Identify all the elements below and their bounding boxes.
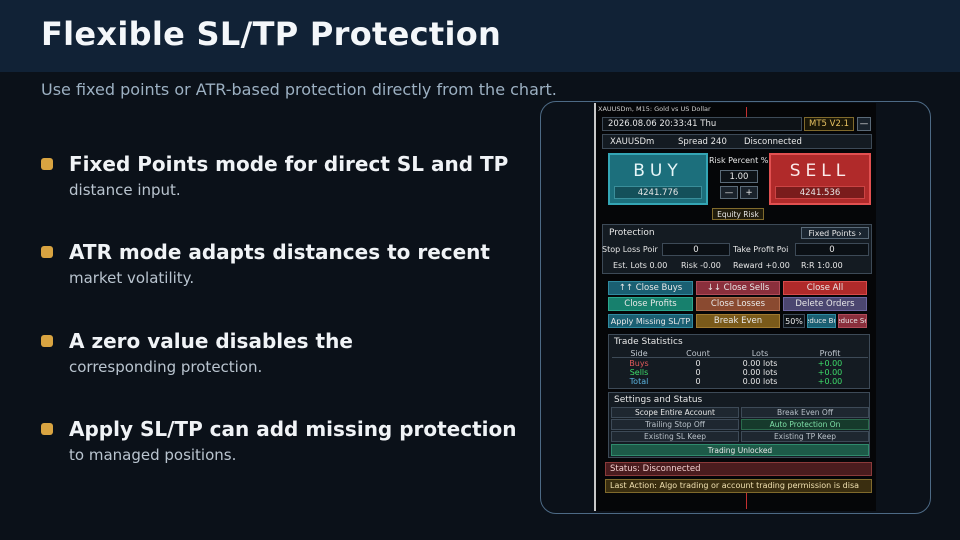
- stats-side: Buys: [629, 359, 649, 368]
- chart-marker: [746, 483, 747, 509]
- reduce-buys-button[interactable]: educe Bu: [807, 314, 836, 328]
- version-badge: MT5 V2.1: [804, 117, 854, 131]
- close-all-button[interactable]: Close All: [783, 281, 867, 295]
- stats-col-count: Count: [686, 349, 710, 358]
- stats-profit: +0.00: [817, 368, 843, 377]
- existing-tp-selector[interactable]: Existing TP Keep: [741, 431, 869, 442]
- buy-label: BUY: [633, 161, 683, 181]
- stats-col-side: Side: [630, 349, 648, 358]
- close-buys-button[interactable]: ↑↑ Close Buys: [608, 281, 693, 295]
- symbol-bar: XAUUSDm Spread 240 Disconnected: [602, 134, 872, 149]
- sell-button[interactable]: SELL 4241.536: [769, 153, 871, 205]
- scope-selector[interactable]: Scope Entire Account: [611, 407, 739, 418]
- bullet-dot: [41, 335, 53, 347]
- auto-protection-toggle[interactable]: Auto Protection On: [741, 419, 869, 430]
- screenshot-frame: [540, 101, 931, 514]
- close-losses-button[interactable]: Close Losses: [696, 297, 780, 311]
- trading-lock-toggle[interactable]: Trading Unlocked: [611, 444, 869, 456]
- bullet-text: corresponding protection.: [69, 358, 263, 376]
- stop-loss-label: Stop Loss Poir: [602, 245, 658, 254]
- protection-title: Protection: [609, 228, 655, 238]
- risk-percent-label: Risk Percent %: [709, 156, 769, 165]
- risk-increase-button[interactable]: +: [740, 186, 758, 199]
- reduce-sells-button[interactable]: educe Se: [838, 314, 867, 328]
- delete-orders-button[interactable]: Delete Orders: [783, 297, 867, 311]
- slide-subtitle: Use fixed points or ATR-based protection…: [41, 80, 557, 99]
- minimize-button[interactable]: —: [857, 117, 871, 131]
- buy-button[interactable]: BUY 4241.776: [608, 153, 708, 205]
- stats-header-row: Side Count Lots Profit: [612, 349, 868, 358]
- table-row: Buys 0 0.00 lots +0.00: [612, 359, 868, 368]
- stats-side: Total: [629, 377, 649, 386]
- status-bar: Status: Disconnected: [605, 462, 872, 476]
- bullet-heading: ATR mode adapts distances to recent: [69, 240, 490, 264]
- bullet-text: to managed positions.: [69, 446, 237, 464]
- close-profits-button[interactable]: Close Profits: [608, 297, 693, 311]
- bullet-dot: [41, 246, 53, 258]
- trading-panel-screenshot: XAUUSDm, M15: Gold vs US Dollar 2026.08.…: [594, 103, 876, 511]
- stats-count: 0: [695, 359, 701, 368]
- stats-col-lots: Lots: [751, 349, 769, 358]
- datetime-display: 2026.08.06 20:33:41 Thu: [602, 117, 802, 131]
- stats-count: 0: [695, 368, 701, 377]
- bullet-text: market volatility.: [69, 269, 195, 287]
- protection-section: Protection Fixed Points › Stop Loss Poir…: [602, 224, 872, 274]
- trailing-stop-toggle[interactable]: Trailing Stop Off: [611, 419, 739, 430]
- symbol-name: XAUUSDm: [610, 137, 655, 147]
- close-sells-button[interactable]: ↓↓ Close Sells: [696, 281, 780, 295]
- trade-statistics-title: Trade Statistics: [614, 337, 683, 347]
- bullet-dot: [41, 158, 53, 170]
- settings-title: Settings and Status: [614, 395, 703, 405]
- spread-value: Spread 240: [678, 137, 727, 147]
- existing-sl-selector[interactable]: Existing SL Keep: [611, 431, 739, 442]
- chart-axis: [594, 103, 596, 511]
- protection-mode-selector[interactable]: Fixed Points ›: [801, 227, 869, 239]
- bullet-heading: Fixed Points mode for direct SL and TP: [69, 152, 509, 176]
- equity-risk-button[interactable]: Equity Risk: [712, 208, 764, 220]
- risk-amount: Risk -0.00: [681, 261, 721, 270]
- sell-price: 4241.536: [775, 186, 865, 199]
- take-profit-input[interactable]: 0: [795, 243, 869, 256]
- chart-marker: [746, 107, 747, 117]
- stats-col-profit: Profit: [819, 349, 841, 358]
- bullet-text: distance input.: [69, 181, 181, 199]
- break-even-toggle[interactable]: Break Even Off: [741, 407, 869, 418]
- settings-section: Settings and Status Scope Entire Account…: [608, 392, 870, 458]
- connection-status: Disconnected: [744, 137, 802, 147]
- stats-side: Sells: [629, 368, 649, 377]
- bullet-heading: A zero value disables the: [69, 329, 353, 353]
- reduce-percent-input[interactable]: 50%: [783, 314, 805, 328]
- risk-percent-input[interactable]: 1.00: [720, 170, 758, 183]
- stop-loss-input[interactable]: 0: [662, 243, 730, 256]
- apply-missing-sltp-button[interactable]: Apply Missing SL/TP: [608, 314, 693, 328]
- bullet-heading: Apply SL/TP can add missing protection: [69, 417, 517, 441]
- trade-statistics-section: Trade Statistics Side Count Lots Profit …: [608, 334, 870, 389]
- stats-lots: 0.00 lots: [742, 377, 778, 386]
- bullet-dot: [41, 423, 53, 435]
- title-bar: [0, 0, 960, 72]
- risk-decrease-button[interactable]: —: [720, 186, 738, 199]
- stats-profit: +0.00: [817, 359, 843, 368]
- take-profit-label: Take Profit Poi: [733, 245, 789, 254]
- slide-title: Flexible SL/TP Protection: [41, 15, 502, 53]
- chart-caption: XAUUSDm, M15: Gold vs US Dollar: [598, 105, 711, 113]
- stats-profit: +0.00: [817, 377, 843, 386]
- stats-lots: 0.00 lots: [742, 368, 778, 377]
- est-lots: Est. Lots 0.00: [613, 261, 668, 270]
- table-row: Sells 0 0.00 lots +0.00: [612, 368, 868, 377]
- buy-price: 4241.776: [614, 186, 702, 199]
- reward-amount: Reward +0.00: [733, 261, 790, 270]
- stats-lots: 0.00 lots: [742, 359, 778, 368]
- last-action-bar: Last Action: Algo trading or account tra…: [605, 479, 872, 493]
- sell-label: SELL: [789, 161, 851, 181]
- stats-count: 0: [695, 377, 701, 386]
- break-even-button[interactable]: Break Even: [696, 314, 780, 328]
- risk-reward-ratio: R:R 1:0.00: [801, 261, 843, 270]
- table-row: Total 0 0.00 lots +0.00: [612, 377, 868, 386]
